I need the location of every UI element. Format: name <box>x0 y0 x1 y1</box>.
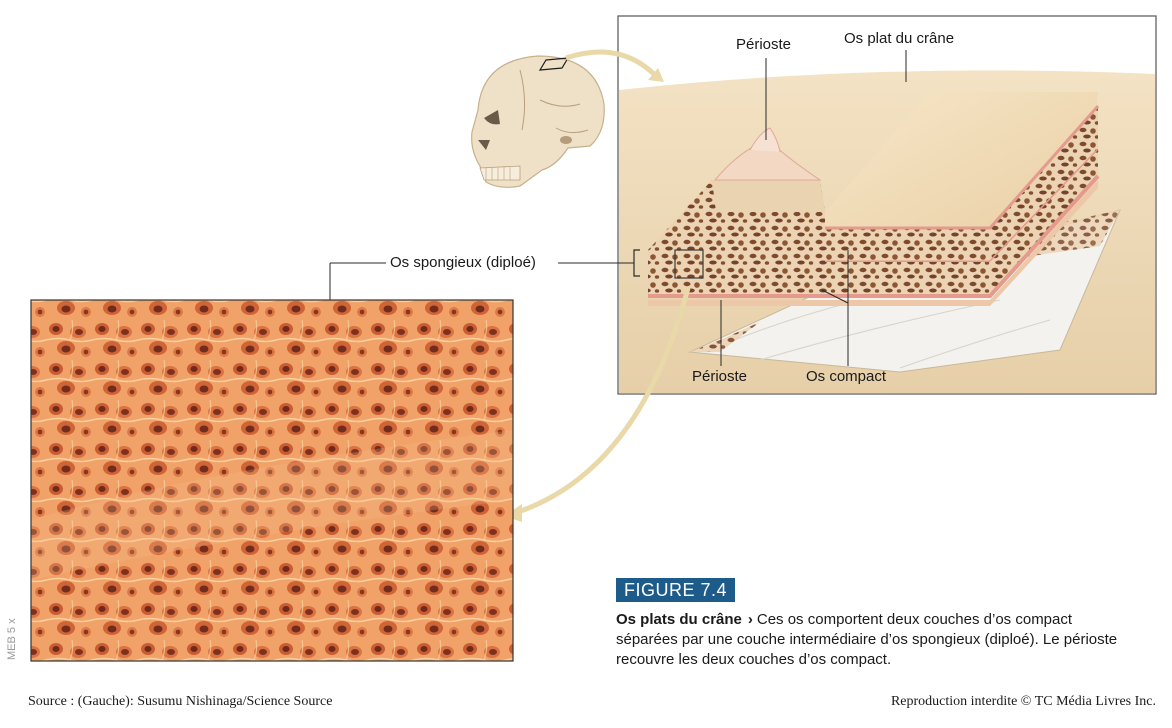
label-spongy-bone: Os spongieux (diploé) <box>390 254 536 271</box>
curved-arrow-icon <box>565 49 664 82</box>
copyright-notice: Reproduction interdite © TC Média Livres… <box>890 694 1156 709</box>
caption-title: Os plats du crâne <box>616 611 742 628</box>
magnification-label: MEB 5 x <box>6 618 18 660</box>
caption-text: Ces os comportent deux couches d’os comp… <box>616 611 1118 668</box>
spongy-bone-micrograph <box>30 299 514 662</box>
chevron-right-icon: › <box>747 611 753 628</box>
leader-lines <box>329 50 907 366</box>
label-flat-bone: Os plat du crâne <box>844 30 955 47</box>
label-periosteum-top: Périoste <box>736 36 792 53</box>
figure-caption: Os plats du crâne ›Ces os comportent deux… <box>616 610 1136 670</box>
label-periosteum-bottom: Périoste <box>692 368 748 385</box>
source-credit: Source : (Gauche): Susumu Nishinaga/Scie… <box>28 694 333 709</box>
figure-number-badge: FIGURE 7.4 <box>616 578 736 602</box>
bone-section-panel <box>617 15 1157 395</box>
label-compact-bone: Os compact <box>806 368 887 385</box>
skull-icon <box>471 55 605 188</box>
